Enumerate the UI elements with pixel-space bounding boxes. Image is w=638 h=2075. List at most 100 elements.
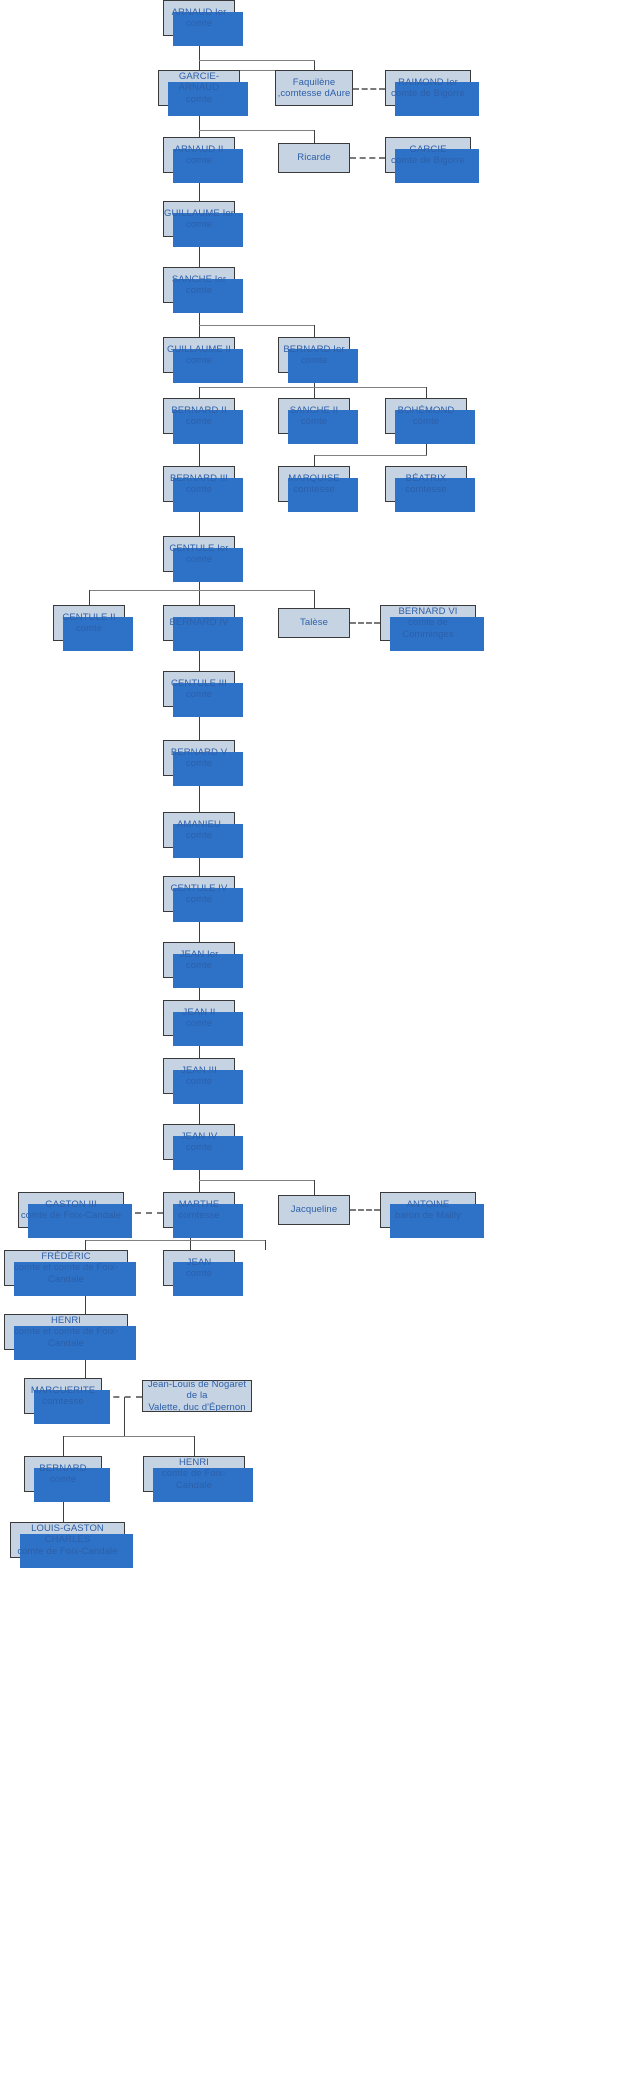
person-title: comte et comte de Foix-Candale — [13, 1262, 119, 1285]
person-name: GUILLAUME II — [166, 343, 232, 355]
person-title: comte — [185, 758, 213, 769]
person-node-jacqueline[interactable]: Jacqueline — [278, 1195, 350, 1225]
person-name: Talèse — [299, 617, 329, 629]
person-title: comte — [185, 219, 213, 230]
person-node-talese[interactable]: Talèse — [278, 608, 350, 638]
edge-line — [426, 434, 427, 455]
person-title: comte — [185, 689, 213, 700]
person-node-bernard4[interactable]: BERNARD IV — [163, 605, 243, 651]
edge-line — [63, 1436, 64, 1456]
edge-line — [199, 1094, 200, 1124]
person-title: comtesse — [42, 1396, 84, 1407]
person-name: SANCHE Ier — [171, 273, 227, 285]
person-name: MARTHE — [178, 1198, 220, 1210]
person-name: CENTULE Ier — [169, 542, 229, 554]
edge-line — [199, 325, 315, 326]
person-node-ricarde[interactable]: Ricarde — [278, 143, 350, 173]
person-name: JEAN — [186, 1256, 212, 1268]
person-name: RAIMOND Ier — [398, 76, 458, 88]
person-title: comte de Bigorre — [391, 155, 465, 166]
edge-line — [194, 1436, 195, 1456]
person-name: ARNAUD Ier — [171, 6, 227, 18]
person-name: Jacqueline — [290, 1204, 338, 1216]
edge-line — [199, 978, 200, 1000]
marriage-link — [350, 157, 385, 159]
edge-line — [199, 434, 200, 466]
person-node-faquilene[interactable]: Faquilène,comtesse dAure — [275, 70, 353, 106]
person-title: comte de Bigorre — [391, 88, 465, 99]
person-name: BERNARD Ier — [283, 343, 345, 355]
person-title: comte — [185, 1268, 213, 1279]
person-title: comte — [185, 1076, 213, 1087]
marriage-link — [102, 1396, 142, 1398]
person-title: comte — [185, 484, 213, 495]
edge-line — [199, 173, 200, 201]
marriage-link — [124, 1212, 163, 1214]
edge-line — [89, 590, 90, 605]
person-title: comte — [75, 623, 103, 634]
person-title: baron de Mailly — [395, 1210, 461, 1221]
person-name: BOHÉMOND — [397, 404, 455, 416]
person-name: GASTON III — [45, 1198, 97, 1210]
edge-line — [314, 325, 315, 337]
person-title: comte — [185, 830, 213, 841]
person-title: comte — [185, 285, 213, 296]
person-title: comte et comte de Foix-Candale — [13, 1326, 119, 1349]
edge-line — [199, 237, 200, 267]
edge-line — [199, 387, 200, 398]
person-name: BERNARD V — [170, 746, 228, 758]
person-name: HENRI — [178, 1456, 210, 1468]
person-title: comte — [185, 155, 213, 166]
person-title: comtesse — [293, 484, 335, 495]
person-name: JEAN II — [182, 1006, 216, 1018]
edge-line — [199, 1180, 315, 1181]
person-title: comtesse — [405, 484, 447, 495]
edge-line — [314, 590, 315, 608]
person-name: FRÉDÉRIC — [41, 1250, 91, 1262]
edge-line — [85, 1240, 265, 1241]
edge-line — [199, 70, 314, 71]
person-name: CENTULE IV — [170, 882, 228, 894]
person-name: CENTULE II — [62, 611, 116, 623]
edge-line — [199, 1036, 200, 1058]
edge-line — [63, 1436, 195, 1437]
